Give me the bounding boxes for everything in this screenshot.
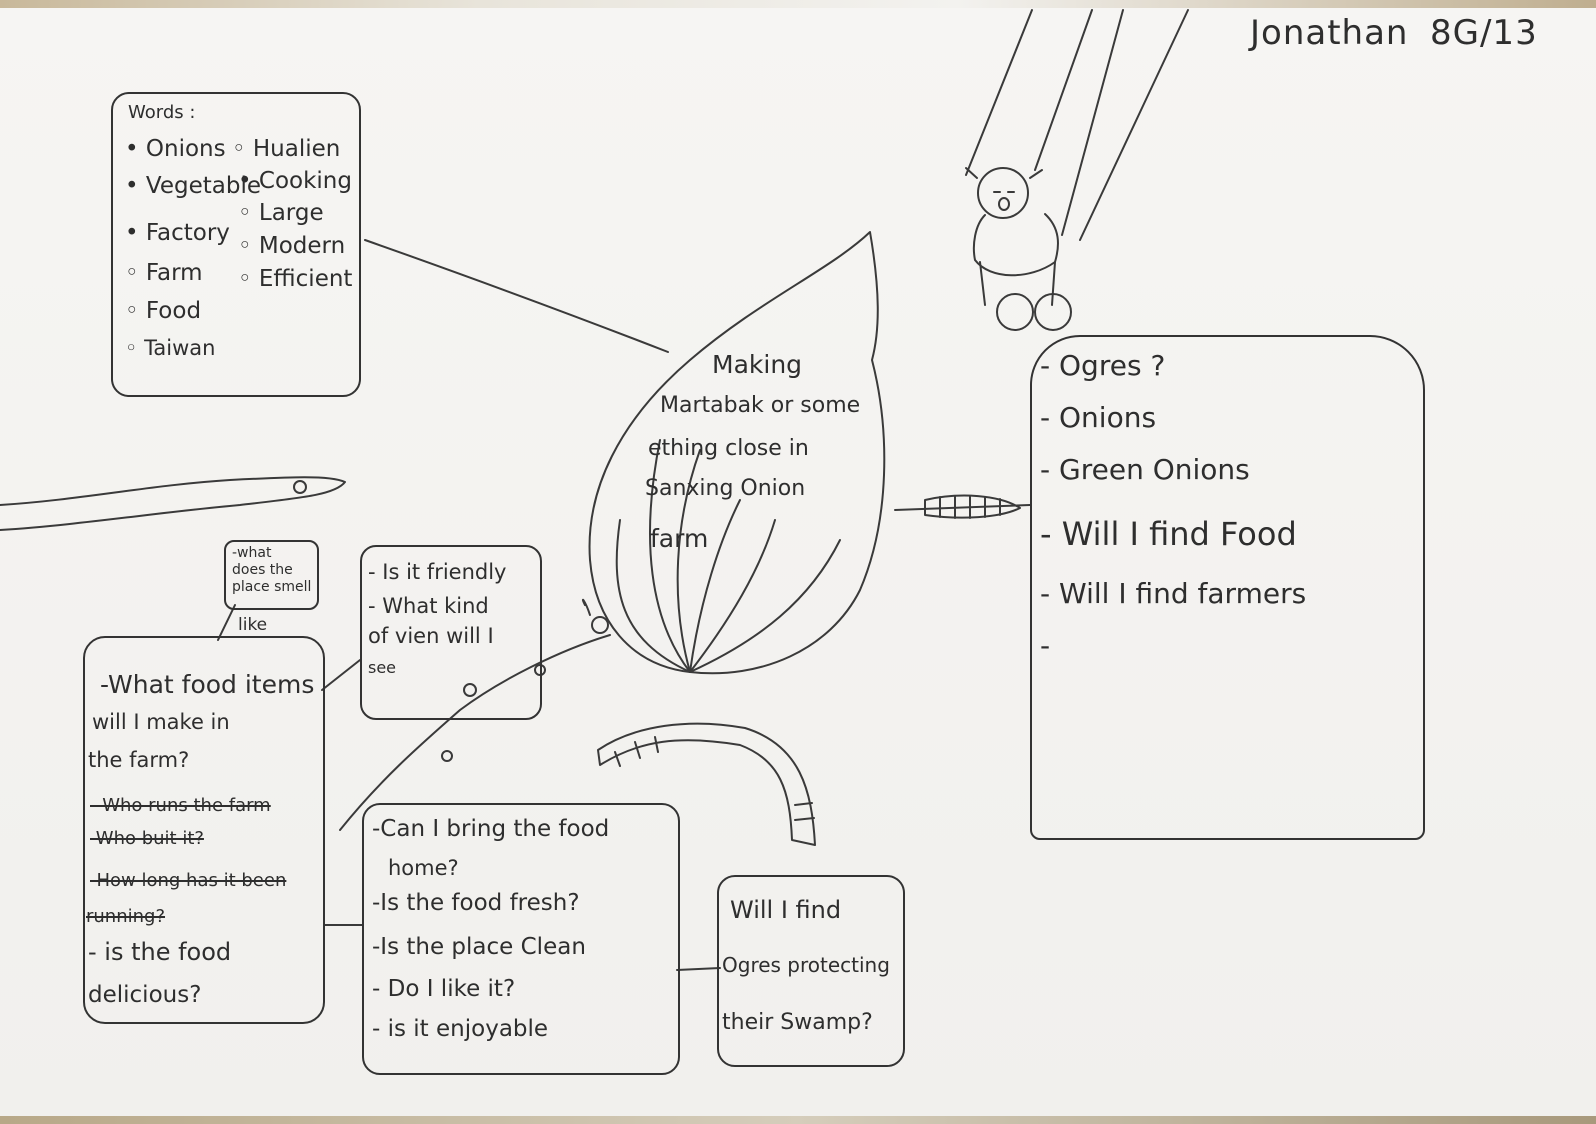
questions-box-right <box>1030 335 1425 840</box>
food-line: - is the food <box>88 938 232 966</box>
friendly-line: - What kind <box>368 594 489 618</box>
center-line: Sanxing Onion <box>645 476 806 501</box>
connector-onion-to-right-box <box>894 504 1031 511</box>
word-item: • Onions <box>125 136 226 162</box>
words-box <box>111 92 361 397</box>
ogres-box <box>717 875 905 1067</box>
right-item-label: Green Onions <box>1059 453 1250 486</box>
food-line: will I make in <box>92 710 230 734</box>
food-items-box <box>83 636 325 1024</box>
ogres-line: their Swamp? <box>722 1010 873 1035</box>
word-label: Vegetable <box>145 173 261 199</box>
right-item-label: Will I find Food <box>1061 515 1297 553</box>
word-item: • Factory <box>125 220 230 246</box>
connector-bring-to-ogres <box>676 967 721 971</box>
bring-food-box <box>362 803 680 1075</box>
smell-box <box>224 540 319 610</box>
center-line: Martabak or some <box>660 393 861 418</box>
right-item: - Ogres ? <box>1040 349 1166 382</box>
worm-bottom <box>597 722 816 846</box>
ogres-line: Ogres protecting <box>722 953 890 977</box>
word-label: Modern <box>258 233 346 259</box>
right-item: - Will I find Food <box>1040 515 1297 553</box>
word-item: • Vegetable <box>125 173 261 199</box>
word-item: ◦ Large <box>238 200 324 226</box>
smell-line: does the <box>232 562 293 578</box>
smell-line: -what <box>232 545 272 561</box>
word-item: • Cooking <box>238 168 352 194</box>
word-label: Factory <box>145 220 230 246</box>
words-title: Words : <box>128 102 196 123</box>
word-label: Food <box>145 298 202 324</box>
word-item: ◦ Farm <box>125 260 203 286</box>
bring-line: -Is the food fresh? <box>372 890 580 916</box>
word-label: Taiwan <box>144 336 216 360</box>
friendly-line: of vien will I <box>368 624 494 648</box>
center-line: Making <box>712 350 803 379</box>
word-label: Onions <box>145 136 226 162</box>
food-line-struck: running? <box>86 906 166 927</box>
word-label: Large <box>258 200 324 226</box>
word-label: Hualien <box>252 136 341 162</box>
bring-line: -Can I bring the food <box>372 816 610 842</box>
right-item-label: Will I find farmers <box>1059 577 1307 610</box>
paper-top-edge <box>0 0 1596 8</box>
word-item: ◦ Modern <box>238 233 346 259</box>
word-label: Efficient <box>258 266 353 292</box>
connector-smell-to-food <box>217 604 236 641</box>
paper-bottom-edge <box>0 1116 1596 1124</box>
center-line: ething close in <box>648 436 809 461</box>
food-line: delicious? <box>88 982 202 1008</box>
right-item: - Onions <box>1040 401 1157 434</box>
food-line-struck: -Who buit it? <box>90 828 204 849</box>
ogre-drawing <box>965 9 1189 331</box>
smell-line: like <box>238 615 268 635</box>
worm-right <box>924 494 1021 519</box>
right-item: - <box>1040 629 1051 662</box>
food-line: the farm? <box>88 748 190 772</box>
right-item: - Green Onions <box>1040 453 1250 486</box>
bring-line: -Is the place Clean <box>372 934 586 960</box>
bring-line: home? <box>388 856 459 880</box>
word-item: ◦ Taiwan <box>125 336 216 360</box>
right-item-label: Onions <box>1059 401 1157 434</box>
food-line: -What food items <box>100 670 315 699</box>
friendly-line: - Is it friendly <box>368 560 507 584</box>
word-item: ◦ Hualien <box>232 136 341 162</box>
right-item: - Will I find farmers <box>1040 577 1307 610</box>
smell-line: place smell <box>232 579 312 595</box>
author-name: Jonathan <box>1250 13 1409 53</box>
center-line: farm <box>650 524 709 553</box>
bring-line: - is it enjoyable <box>372 1016 549 1042</box>
right-item-label: Ogres ? <box>1059 349 1166 382</box>
ogres-line: Will I find <box>730 896 842 924</box>
word-item: ◦ Efficient <box>238 266 353 292</box>
connector-words-to-onion <box>364 239 669 353</box>
author-class: 8G/13 <box>1430 13 1538 53</box>
vine <box>339 634 611 831</box>
friendly-line: see <box>368 658 397 677</box>
bring-line: - Do I like it? <box>372 976 516 1002</box>
snake <box>0 476 346 531</box>
word-item: ◦ Food <box>125 298 202 324</box>
connector-friendly-to-food <box>321 659 361 691</box>
food-line-struck: -How long has it been <box>90 870 287 891</box>
friendly-box <box>360 545 542 720</box>
word-label: Cooking <box>258 168 352 194</box>
food-line-struck: - Who runs the farm <box>90 795 271 816</box>
word-label: Farm <box>145 260 203 286</box>
